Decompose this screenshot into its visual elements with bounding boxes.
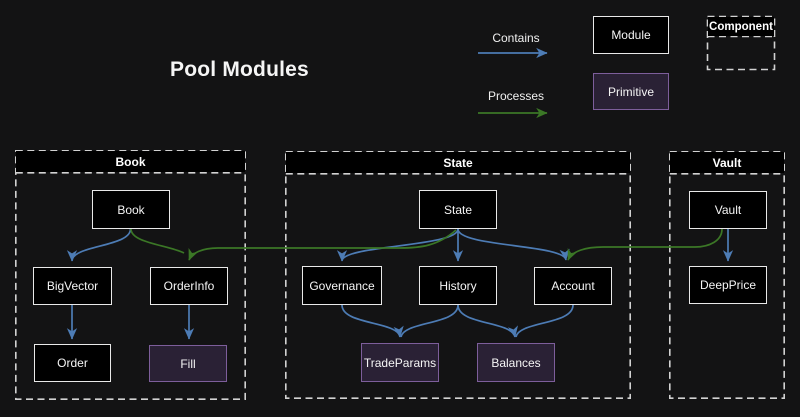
contains-edges: [66, 47, 734, 340]
node-fill: Fill: [149, 345, 227, 382]
legend-module-box: Module: [593, 16, 669, 54]
vault-container-title-label: Vault: [712, 155, 742, 170]
page-title: Pool Modules: [170, 58, 309, 81]
node-history: History: [419, 266, 497, 305]
node-book-label: Book: [117, 202, 145, 217]
state-container-border: [284, 151, 631, 399]
node-state-label: State: [443, 202, 473, 217]
book-container-title-label: Book: [115, 154, 146, 169]
node-orderinfo-label: OrderInfo: [163, 279, 215, 293]
node-account: Account: [534, 267, 612, 305]
vault-container-title: Vault: [670, 152, 784, 173]
edge-state-governance: [336, 228, 459, 262]
state-container-title: State: [286, 152, 630, 173]
edge-book-orderinfo: [130, 228, 185, 254]
node-governance-label: Governance: [309, 278, 375, 293]
legend-component-box: Component: [708, 17, 774, 36]
node-order: Order: [34, 344, 111, 382]
node-account-label: Account: [551, 279, 595, 293]
node-orderinfo: OrderInfo: [150, 267, 228, 305]
legend-primitive-box: Primitive: [593, 73, 669, 110]
node-state: State: [419, 190, 497, 229]
edge-state-account: [457, 228, 570, 261]
node-tradeparams-label: TradeParams: [363, 355, 437, 370]
legend-contains-label: Contains: [492, 31, 540, 45]
node-tradeparams: TradeParams: [361, 343, 439, 382]
node-bigvector-label: BigVector: [46, 279, 99, 293]
state-container-title-label: State: [443, 155, 473, 170]
legend-processes-label: Processes: [487, 89, 545, 103]
edge-state-orderinfo: [188, 229, 457, 261]
component-legend-border: [706, 15, 776, 71]
processes-edges: [130, 107, 723, 261]
legend-component-label: Component: [709, 20, 773, 33]
node-deepprice: DeepPrice: [689, 266, 767, 304]
node-vault-label: Vault: [714, 203, 742, 217]
edge-history-balances: [457, 304, 518, 338]
node-governance: Governance: [302, 266, 382, 305]
edge-account-balances: [515, 304, 574, 338]
node-balances: Balances: [477, 343, 555, 382]
vault-container-border: [668, 151, 785, 399]
legend-module-label: Module: [611, 28, 651, 42]
book-container-title: Book: [16, 151, 245, 172]
edge-history-tradeparams: [400, 304, 459, 338]
node-bigvector: BigVector: [33, 267, 112, 305]
dashed-borders: [15, 15, 785, 400]
node-balances-label: Balances: [491, 355, 541, 370]
node-fill-label: Fill: [180, 356, 196, 371]
node-order-label: Order: [57, 356, 88, 370]
node-book: Book: [92, 190, 170, 229]
book-container-border: [15, 150, 246, 400]
edge-governance-tradeparams: [341, 304, 404, 338]
node-deepprice-label: DeepPrice: [699, 278, 757, 292]
node-history-label: History: [439, 278, 477, 293]
edge-book-bigvector: [66, 228, 132, 262]
node-vault: Vault: [689, 191, 767, 229]
legend-primitive-label: Primitive: [607, 84, 654, 99]
edge-vault-account: [567, 228, 723, 261]
